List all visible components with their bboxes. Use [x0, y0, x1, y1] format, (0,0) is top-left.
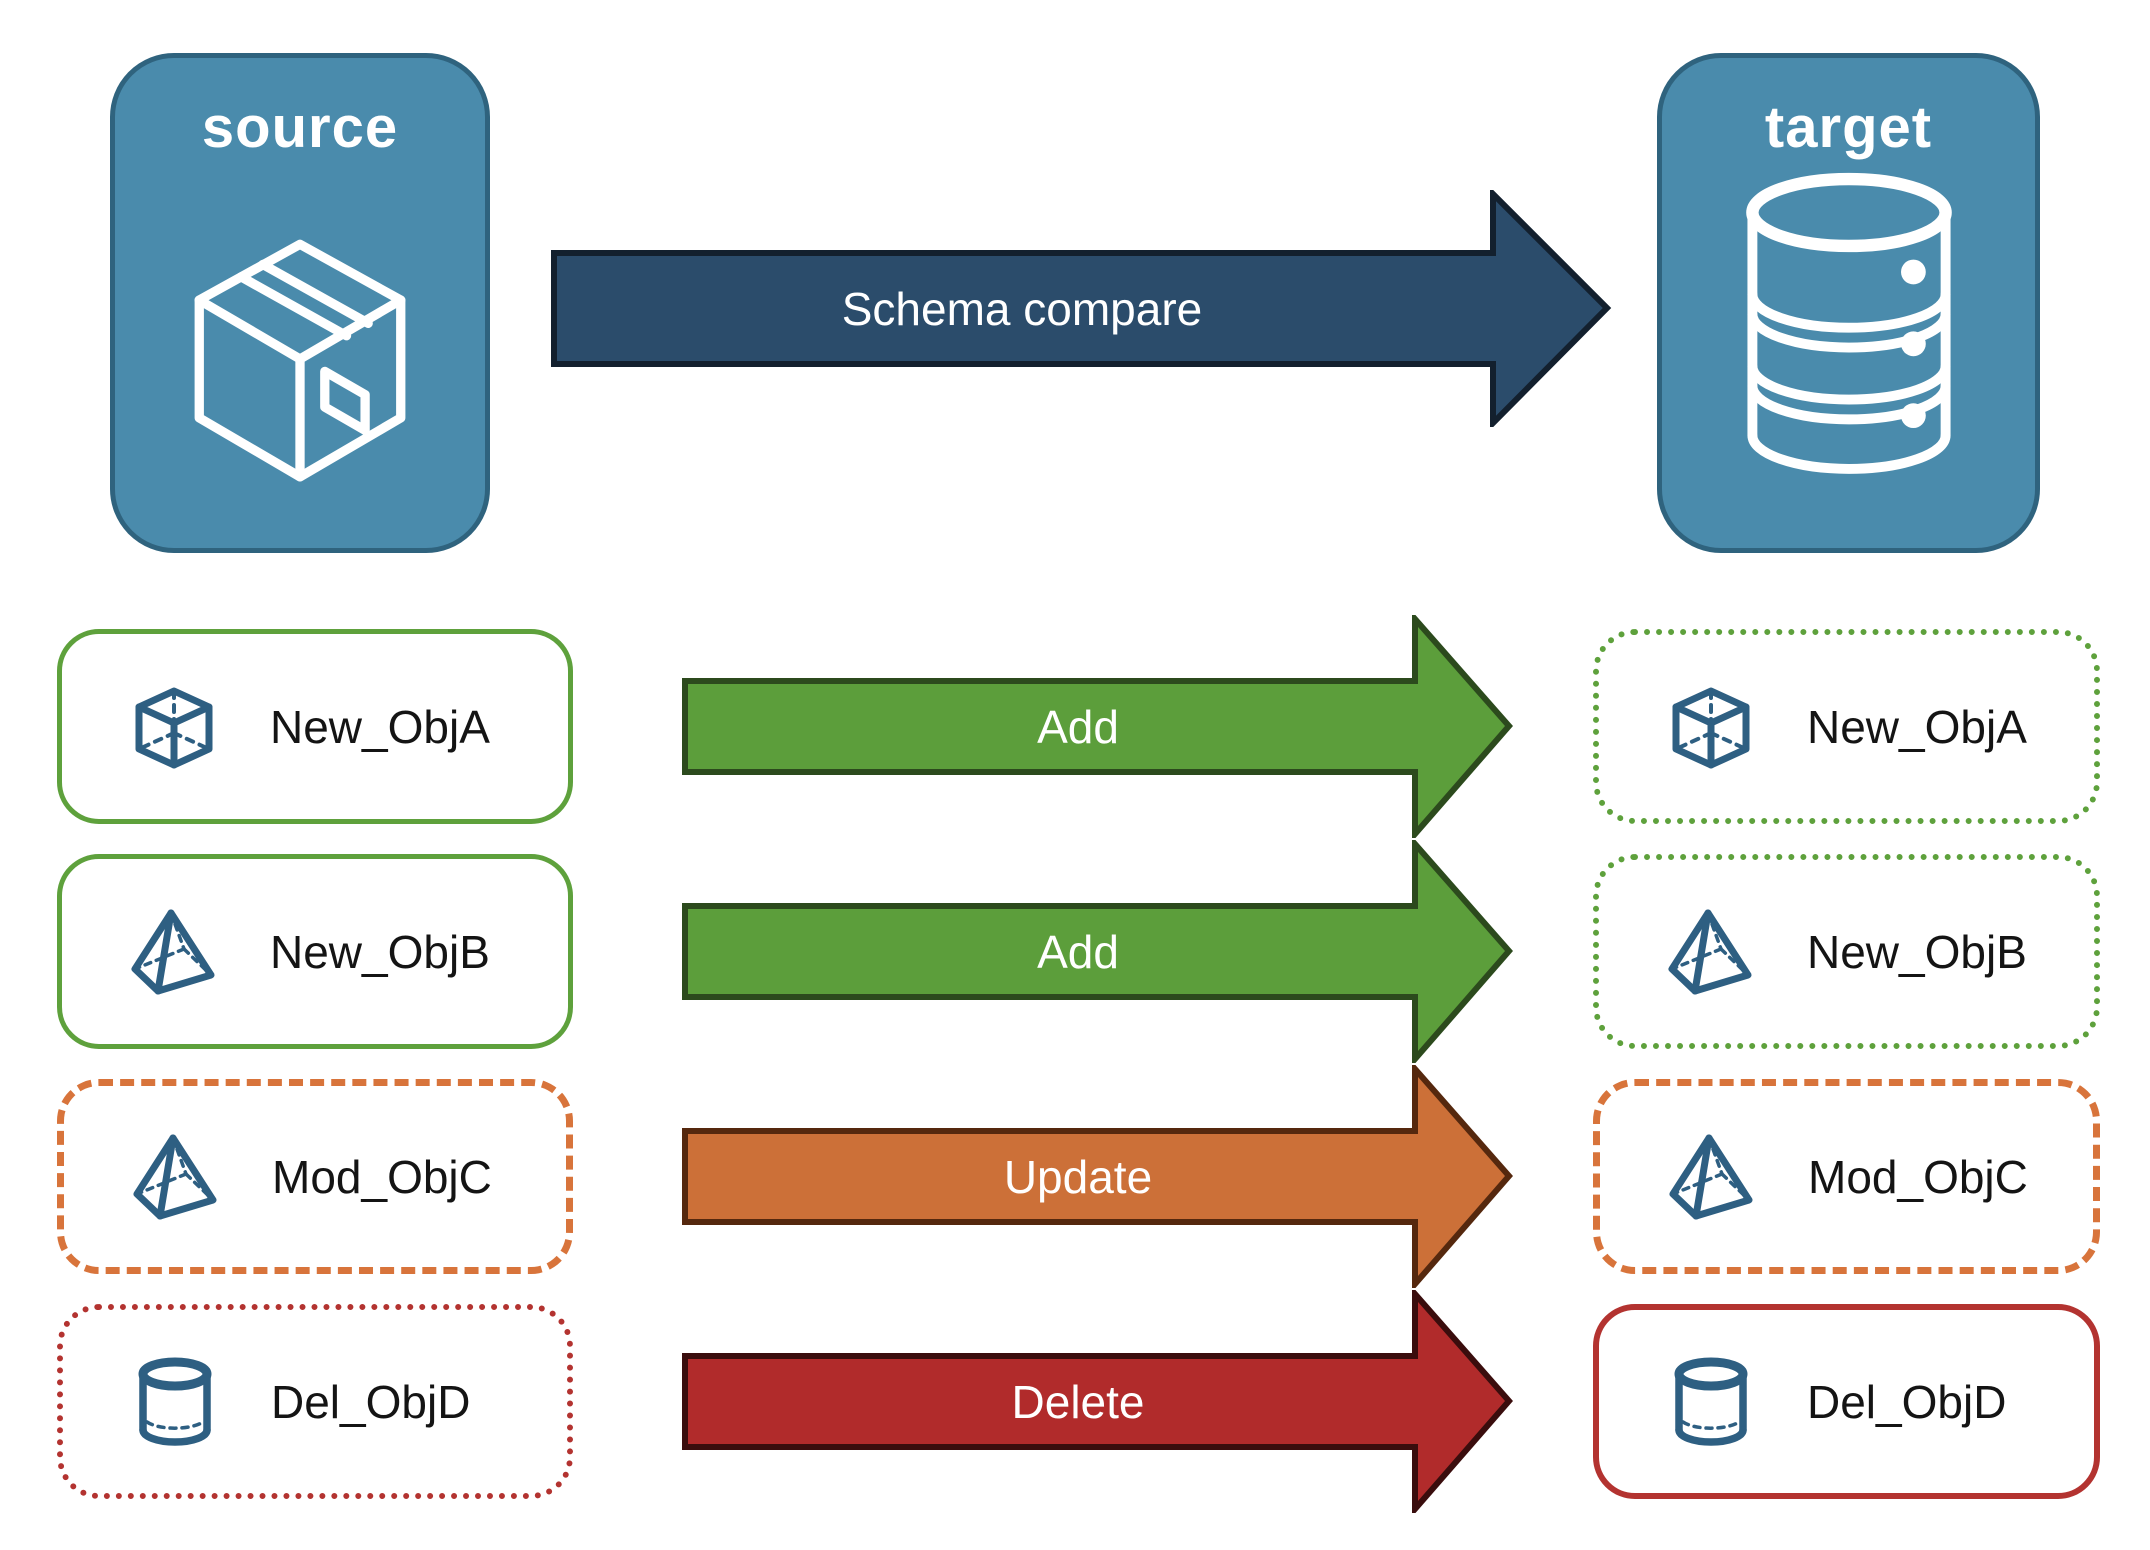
cylinder-icon [138, 1357, 212, 1446]
add-arrow-1 [682, 615, 1513, 838]
object-label: New_ObjA [270, 700, 490, 753]
source-object-card-del-objd: Del_ObjD [57, 1304, 573, 1499]
object-label: Del_ObjD [1807, 1375, 2007, 1428]
cube-icon [1672, 687, 1750, 768]
target-title: target [1764, 95, 1933, 160]
pyramid-icon [1668, 909, 1752, 994]
source-object-card-new-obja: New_ObjA [57, 629, 573, 824]
object-label: Mod_ObjC [1808, 1150, 2028, 1203]
schema-compare-arrow [551, 190, 1612, 427]
database-icon [1745, 172, 1952, 474]
target-object-card-mod-objc: Mod_ObjC [1593, 1079, 2100, 1274]
source-object-card-mod-objc: Mod_ObjC [57, 1079, 573, 1274]
object-label: Del_ObjD [271, 1375, 471, 1428]
source-node: source [110, 53, 490, 553]
pyramid-icon [131, 909, 215, 994]
object-label: Mod_ObjC [272, 1150, 492, 1203]
target-object-card-new-obja: New_ObjA [1593, 629, 2100, 824]
pyramid-icon [1669, 1134, 1753, 1219]
cube-icon [135, 687, 213, 768]
pyramid-icon [133, 1134, 217, 1219]
target-object-card-new-objb: New_ObjB [1593, 854, 2100, 1049]
cylinder-icon [1674, 1357, 1748, 1446]
object-label: New_ObjB [270, 925, 490, 978]
object-label: New_ObjA [1807, 700, 2027, 753]
source-object-card-new-objb: New_ObjB [57, 854, 573, 1049]
object-label: New_ObjB [1807, 925, 2027, 978]
update-arrow [682, 1065, 1513, 1288]
add-arrow-2 [682, 840, 1513, 1063]
target-object-card-del-objd: Del_ObjD [1593, 1304, 2100, 1499]
source-title: source [201, 95, 399, 160]
target-node: target [1657, 53, 2040, 553]
package-box-icon [194, 239, 406, 482]
delete-arrow [682, 1290, 1513, 1513]
